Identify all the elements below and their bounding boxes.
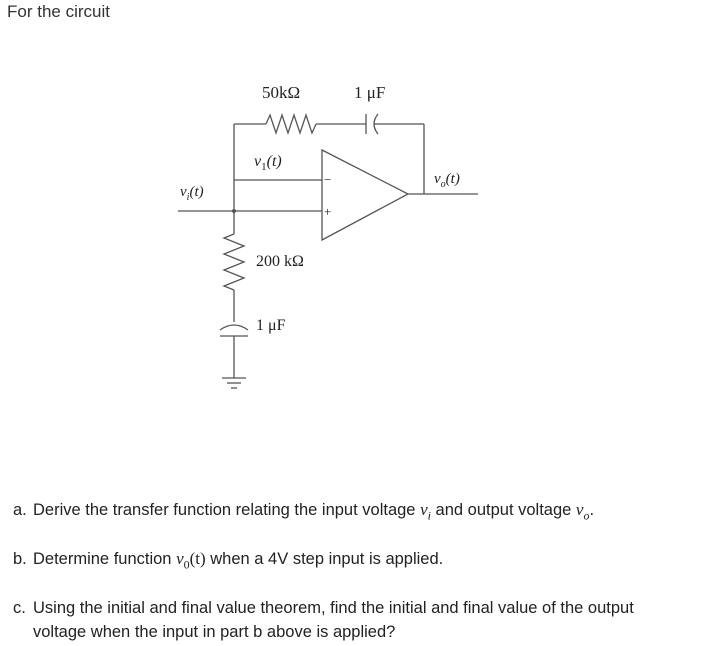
question-c-line1: Using the initial and final value theore… [33, 599, 634, 617]
input-voltage-label: vi(t) [180, 184, 204, 203]
question-b-letter: b. [13, 550, 27, 568]
question-b-func-v: v [176, 549, 184, 568]
question-b-func-sub: 0 [183, 557, 190, 572]
opamp-minus-sign: − [324, 172, 331, 187]
question-b-text-after: when a 4V step input is applied. [205, 550, 444, 568]
question-a-vo: v [575, 500, 584, 519]
feedback-resistor-label: 50kΩ [262, 83, 300, 102]
feedback-capacitor-label: 1 μF [354, 83, 385, 102]
question-a: a. Derive the transfer function relating … [13, 498, 594, 527]
opamp-plus-sign: + [324, 204, 331, 219]
ground-resistor-label: 200 kΩ [256, 253, 304, 270]
question-a-text-mid: and output voltage [430, 501, 576, 519]
node-v1-label: v1(t) [254, 153, 282, 173]
ground-capacitor-label: 1 μF [256, 317, 286, 334]
output-voltage-label: vo(t) [434, 171, 460, 190]
junction-dot [232, 209, 236, 213]
question-a-text-after: . [589, 501, 595, 519]
question-a-text-before: Derive the transfer function relating th… [33, 501, 421, 519]
question-b: b. Determine function v0(t) when a 4V ste… [13, 547, 443, 576]
question-b-func-arg: (t) [189, 549, 206, 568]
question-b-text-before: Determine function [33, 550, 177, 568]
opamp-triangle [321, 148, 410, 242]
ground-resistor-zigzag [222, 233, 246, 291]
question-a-letter: a. [13, 501, 27, 519]
question-c-letter: c. [13, 599, 26, 617]
circuit-diagram: 50kΩ 1 μF v1(t) vi(t) vo(t) − + 200 kΩ 1… [178, 83, 478, 389]
feedback-resistor-zigzag [265, 112, 317, 136]
question-c-line2: voltage when the input in part b above i… [33, 623, 396, 641]
question-a-vi: v [420, 500, 428, 519]
question-c: c. Using the initial and final value theo… [13, 596, 634, 644]
question-a-vo-sub: o [583, 508, 590, 523]
question-a-vi-sub: i [427, 508, 431, 523]
ground-cap-plate-top [219, 324, 249, 331]
intro-text: For the circuit [7, 2, 110, 21]
